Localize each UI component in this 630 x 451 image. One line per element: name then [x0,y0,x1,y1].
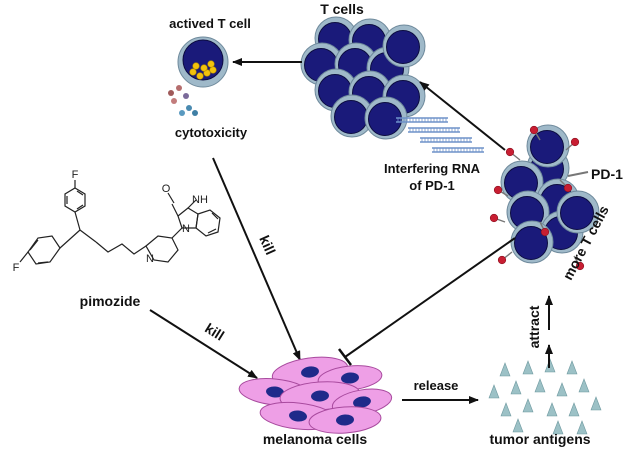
nitrogen-imidazole: N [182,223,190,235]
tumor-antigen [546,402,558,417]
tumor-antigen [522,360,534,375]
tumor-antigen [552,420,564,435]
pd1-receptor [570,137,580,147]
more-t-cell-8-nucleus [530,130,564,164]
more-t-cell-cluster [489,124,600,271]
granule [192,62,200,70]
interfering-rna-strands [396,117,484,153]
released-particle [183,93,189,99]
t-cell-10-nucleus [368,102,402,136]
tumor-antigen [510,380,522,395]
tumor-antigen [566,360,578,375]
granule [200,64,208,72]
kill-label-upper: kill [256,233,279,257]
inhibition-bar [338,348,352,366]
melanoma-nucleus-5 [353,396,371,408]
actived-t-cell [177,36,229,88]
tumor-antigen [556,382,568,397]
pd1-receptor [497,255,507,265]
nitrogen-piperidine: N [146,253,154,265]
pd1-receptor [489,213,499,223]
released-granules [168,85,198,116]
tumor-antigen [488,384,500,399]
tumor-antigen [499,362,511,377]
released-particle [179,110,185,116]
more-t-cell-6-nucleus [514,226,548,260]
t-cells-label: T cells [320,1,364,17]
tumor-antigen-field [488,358,602,435]
cytotoxic-granules [189,60,217,80]
kill-arrow-pimozide [149,309,258,379]
expansion-arrow [419,81,506,151]
melanoma-cells-label: melanoma cells [263,431,367,447]
pd1-receptor [505,147,515,157]
pd1-receptor [493,185,503,195]
released-particle [176,85,182,91]
actived-t-cell-label: actived T cell [169,16,251,31]
melanoma-nucleus-1 [301,366,319,378]
tumor-antigen [500,402,512,417]
tumor-antigen [568,402,580,417]
granule [209,66,217,74]
tumor-antigen [522,398,534,413]
fluorine-top: F [72,169,79,181]
pimozide-label: pimozide [80,293,141,309]
actived-t-cell-nucleus [182,39,224,81]
tumor-antigen [534,378,546,393]
granule [196,72,204,80]
tumor-antigen [590,396,602,411]
melanoma-nucleus-6 [289,410,307,422]
pimozide-structure [19,180,221,265]
tumor-antigens-label: tumor antigens [489,431,590,447]
tumor-antigen [578,378,590,393]
released-particle [192,110,198,116]
tumor-antigen [512,418,524,433]
released-particle [171,98,177,104]
t-cell-9-nucleus [334,100,368,134]
t-cell-11-nucleus [386,30,420,64]
granule [189,68,197,76]
pd1-receptor [540,227,550,237]
pd1-receptor [575,261,585,271]
melanoma-nucleus-4 [311,390,329,402]
pd1-pointer [567,171,589,177]
melanoma-nucleus-2 [341,372,359,384]
pd1-receptor [563,183,573,193]
interfering-rna-label-line2: of PD-1 [409,178,455,193]
pd1-label: PD-1 [591,166,623,182]
attract-label: attract [526,305,542,348]
nh-group: NH [192,194,208,206]
pd1-receptor [529,125,539,135]
oxygen-atom: O [162,183,171,195]
kill-arrow-cytotoxicity [212,157,301,361]
released-particle [186,105,192,111]
more-t-cell-7-nucleus [560,196,594,230]
fluorine-bottom: F [13,262,20,274]
granule [207,60,215,68]
cytotoxicity-label: cytotoxicity [175,125,248,140]
melanoma-nucleus-7 [336,414,354,426]
inhibition-line [344,237,516,358]
t-cell-cluster [300,16,426,140]
tumor-antigen [576,420,588,435]
interfering-rna-label-line1: Interfering RNA [384,161,481,176]
released-particle [168,90,174,96]
kill-label-lower: kill [202,320,227,344]
release-label: release [414,378,459,393]
melanoma-nucleus-3 [266,386,284,398]
melanoma-cell-cluster [238,356,393,434]
